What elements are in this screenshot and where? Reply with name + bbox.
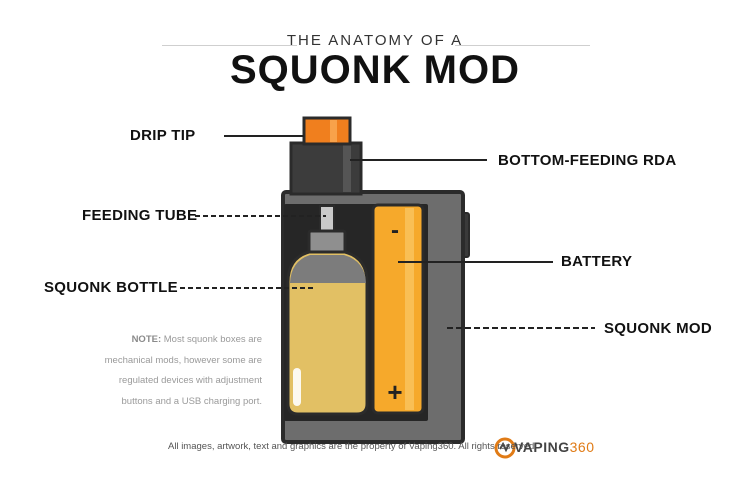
note-body: Most squonk boxes are mechanical mods, h…	[104, 334, 262, 407]
label-battery: BATTERY	[561, 253, 633, 270]
vaping360-logo: VAPING360	[514, 439, 595, 455]
bottle-shine	[293, 368, 301, 406]
page-subtitle: THE ANATOMY OF A	[286, 32, 464, 49]
logo-number: 360	[569, 439, 595, 455]
battery-stripe	[405, 208, 414, 410]
battery-negative-mark: -	[391, 217, 399, 244]
rda-highlight	[343, 145, 351, 192]
label-squonk-bottle: SQUONK BOTTLE	[44, 279, 178, 296]
note-lead: NOTE:	[131, 334, 162, 345]
logo-word: VAPING	[514, 439, 570, 455]
footer-copyright: All images, artwork, text and graphics a…	[168, 441, 537, 452]
note-text: NOTE: Most squonk boxes are mechanical m…	[100, 330, 262, 412]
title-rule-left	[162, 45, 297, 46]
page-title: SQUONK MOD	[230, 48, 520, 92]
label-drip-tip: DRIP TIP	[130, 127, 196, 144]
drip-tip-highlight	[330, 120, 337, 142]
squonk-bottle	[286, 250, 369, 416]
bottle-air-gap	[290, 255, 366, 283]
label-bottom-feeding-rda: BOTTOM-FEEDING RDA	[498, 152, 677, 169]
title-rule-right	[455, 45, 590, 46]
bottle-cap	[307, 229, 347, 255]
label-feeding-tube: FEEDING TUBE	[82, 207, 198, 224]
label-squonk-mod: SQUONK MOD	[604, 320, 712, 337]
battery-positive-mark: +	[387, 377, 402, 407]
vaping360-logo-icon	[494, 437, 516, 459]
drip-tip	[302, 116, 352, 146]
